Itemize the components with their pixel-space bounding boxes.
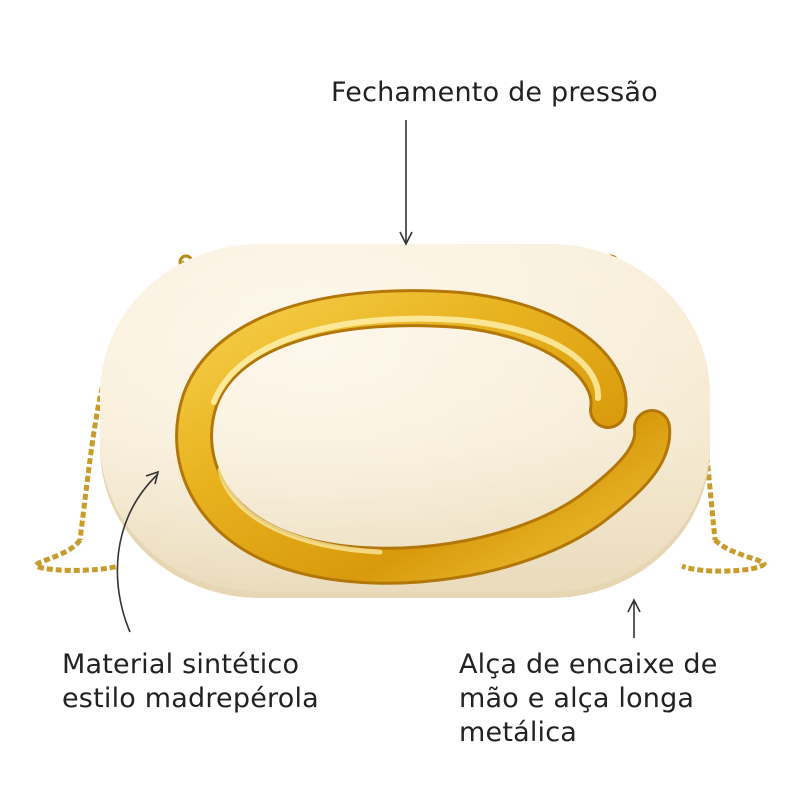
annotation-material-line-2: estilo madrepérola bbox=[62, 683, 319, 714]
arrow-closure bbox=[399, 120, 413, 246]
annotation-closure: Fechamento de pressão bbox=[331, 76, 658, 110]
annotation-strap-line-2: mão e alça longa bbox=[459, 683, 695, 714]
annotation-closure-text: Fechamento de pressão bbox=[331, 77, 658, 108]
arrow-material bbox=[116, 470, 160, 633]
annotation-strap-line-3: metálica bbox=[459, 717, 578, 748]
annotation-material: Material sintético estilo madrepérola bbox=[62, 648, 319, 716]
arrow-strap bbox=[627, 598, 641, 638]
gold-c-ornament bbox=[175, 289, 672, 585]
annotation-strap: Alça de encaixe de mão e alça longa metá… bbox=[459, 648, 718, 750]
annotation-strap-line-1: Alça de encaixe de bbox=[459, 649, 718, 680]
annotation-material-line-1: Material sintético bbox=[62, 649, 300, 680]
